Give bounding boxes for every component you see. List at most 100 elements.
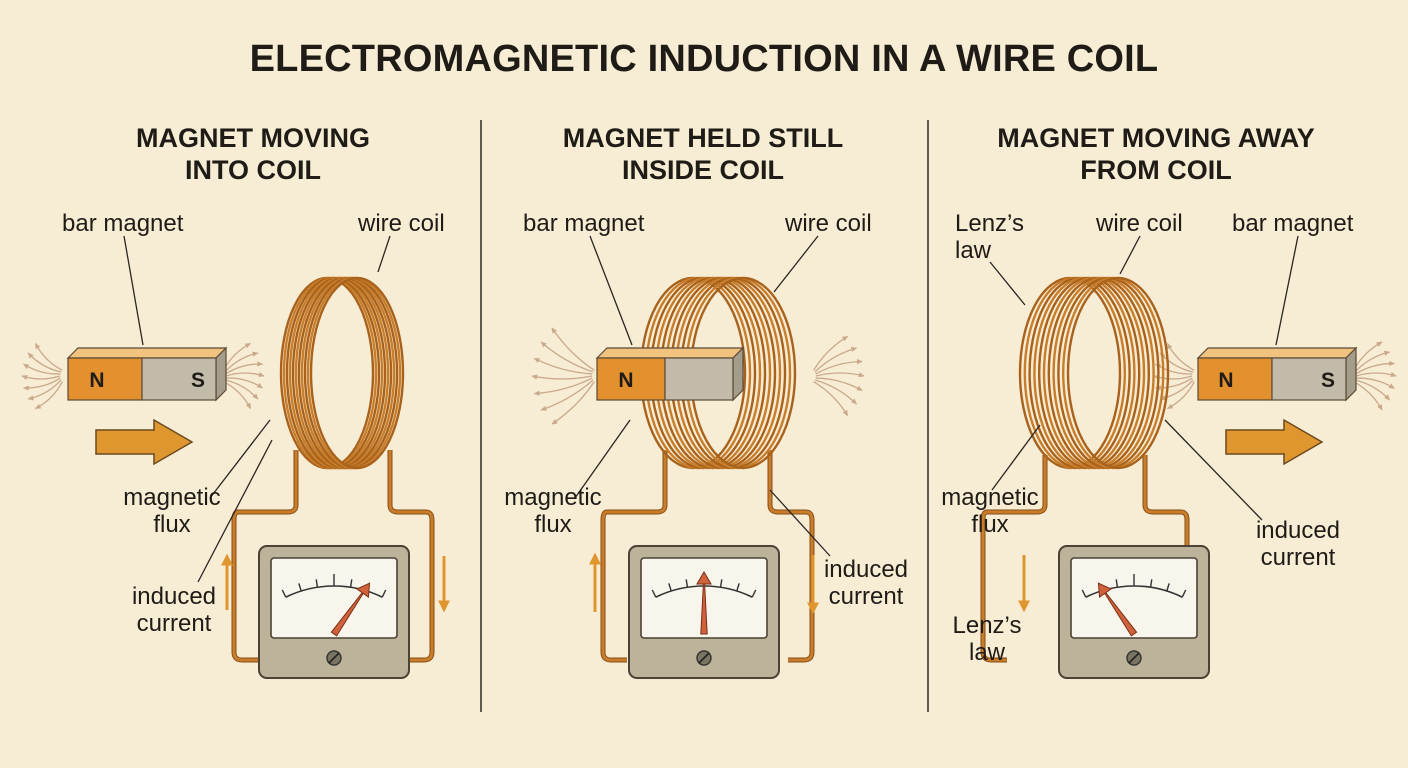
panel-1-coil-turn-11 bbox=[309, 276, 405, 470]
panel-3-south-pole-label: S bbox=[1320, 369, 1335, 392]
panel-1-leader-line-2 bbox=[377, 235, 391, 273]
panel-1-field-line-2 bbox=[225, 377, 263, 389]
panel-3-title: MAGNET MOVING AWAY FROM COIL bbox=[936, 122, 1376, 186]
panel-3-field-line-1 bbox=[1354, 379, 1391, 401]
panel-1-meter-needle bbox=[330, 582, 370, 637]
panel-2-meter-screw-slot bbox=[698, 652, 710, 664]
panel-2-field-line-4 bbox=[533, 357, 593, 375]
panel-2-magnetic-flux-line-2: flux bbox=[534, 511, 572, 538]
panel-2-galvanometer bbox=[628, 545, 780, 679]
panel-1-field-line-3 bbox=[225, 371, 265, 377]
panel-3-field-line-6 bbox=[1166, 381, 1195, 410]
panel-1-field-line-7 bbox=[34, 342, 63, 371]
panel-3-bar-magnet-label: bar magnet bbox=[1232, 210, 1354, 237]
panel-2-field-line-5 bbox=[814, 346, 858, 373]
panel-3-meter-screw-slot bbox=[1128, 652, 1140, 664]
panel-2-field-line-1 bbox=[540, 379, 594, 411]
panel-2-field-line-7 bbox=[551, 327, 595, 371]
panel-3-meter-tick-1 bbox=[1081, 589, 1087, 598]
panel-3-magnetic-flux-line-1: magnetic bbox=[941, 484, 1039, 511]
panel-3-magnet-south-pole bbox=[1271, 357, 1347, 401]
panel-2-title: MAGNET HELD STILL INSIDE COIL bbox=[483, 122, 923, 186]
panel-3-leader-line-2 bbox=[1119, 235, 1141, 275]
panel-3-induced-current-line-2: current bbox=[1260, 544, 1336, 571]
panel-1-coil-turn-9 bbox=[303, 276, 399, 470]
panel-1-field-line-2 bbox=[22, 377, 61, 391]
panel-2-bar-magnet-label: bar magnet bbox=[523, 210, 645, 237]
panel-1-magnet-south-pole bbox=[141, 357, 217, 401]
page-title: ELECTROMAGNETIC INDUCTION IN A WIRE COIL bbox=[249, 38, 1159, 80]
panel-3-meter-face bbox=[1070, 557, 1198, 639]
panel-1-coil-turn-10 bbox=[306, 276, 402, 470]
panel-3-induced-current-line-1: induced bbox=[1255, 517, 1341, 544]
panel-3-meter-needle-head bbox=[1097, 582, 1113, 598]
panel-3-lenz-law-top-label: Lenz’s law bbox=[955, 210, 1024, 264]
panel-1-magnetic-flux-label: magnetic flux bbox=[118, 484, 226, 538]
panel-2-field-line-2 bbox=[533, 377, 593, 396]
panel-2-field-line-5 bbox=[540, 341, 594, 373]
panel-2-field-line-2 bbox=[815, 377, 863, 392]
panel-3-leader-line-4 bbox=[991, 424, 1041, 491]
panel-1-left-wire bbox=[232, 450, 298, 662]
panel-3-meter-tick-3 bbox=[1115, 579, 1119, 588]
panel-3-meter-scale-arc bbox=[1085, 585, 1183, 598]
panel-2-meter-tick-6 bbox=[736, 583, 740, 592]
panel-1-field-line-6 bbox=[34, 381, 63, 410]
panel-1-coil-turn-8 bbox=[300, 276, 396, 470]
panel-2-title-line-2: INSIDE COIL bbox=[621, 155, 784, 185]
panel-3-magnet-side-face bbox=[1345, 346, 1357, 402]
panel-3-meter-tick-6 bbox=[1166, 583, 1170, 592]
panel-3-coil-turn-11 bbox=[1066, 276, 1170, 470]
panel-2-leader-line-1 bbox=[589, 235, 633, 346]
panel-1-motion-arrow bbox=[95, 418, 194, 466]
panel-2-magnet-north-pole bbox=[596, 357, 666, 401]
panel-3-magnet-top-face bbox=[1196, 347, 1358, 359]
panel-3-wire-coil-label: wire coil bbox=[1096, 210, 1183, 237]
panel-1-galvanometer bbox=[258, 545, 410, 679]
panel-1-wire-coil bbox=[279, 276, 405, 470]
panel-3-magnetic-flux-label: magnetic flux bbox=[934, 484, 1046, 538]
panel-3-left-wire bbox=[981, 455, 1047, 662]
panel-2-induced-current-label: induced current bbox=[818, 556, 914, 610]
panel-2-meter-needle-head bbox=[696, 571, 712, 585]
panel-2-meter-tick-1 bbox=[651, 589, 657, 598]
panel-1-field-line-1 bbox=[224, 379, 259, 400]
panel-3-bar-magnet bbox=[1196, 346, 1358, 402]
panel-3-field-line-4 bbox=[1355, 360, 1396, 375]
panel-1-meter-face bbox=[270, 557, 398, 639]
panel-1-title: MAGNET MOVING INTO COIL bbox=[33, 122, 473, 186]
panel-3-meter-tick-5 bbox=[1149, 579, 1153, 588]
panel-2-wire-coil-label: wire coil bbox=[785, 210, 872, 237]
panel-1-bar-magnet-label: bar magnet bbox=[62, 210, 184, 237]
panel-2-meter-tick-2 bbox=[668, 583, 672, 592]
panel-1-meter-needle-head bbox=[355, 582, 371, 598]
panel-3-field-line-5 bbox=[1354, 350, 1391, 373]
panel-1-induced-current-label: induced current bbox=[124, 583, 224, 637]
panel-1-meter-screw-slot bbox=[328, 652, 340, 664]
panel-2-leader-line-2 bbox=[773, 235, 819, 293]
panel-3-field-line-2 bbox=[1355, 377, 1395, 389]
panel-3-galvanometer bbox=[1058, 545, 1210, 679]
panel-1-magnet-top-face bbox=[66, 347, 228, 359]
panel-3-leader-line-1 bbox=[989, 261, 1026, 306]
panel-2-field-line-3 bbox=[815, 372, 865, 378]
panel-2-field-line-3 bbox=[531, 374, 593, 380]
panel-2-magnet-side-face bbox=[732, 346, 744, 402]
panel-2-induced-current-line-2: current bbox=[828, 583, 904, 610]
panel-3-field-line-6 bbox=[1353, 381, 1383, 411]
panel-2-leader-line-3 bbox=[574, 419, 631, 499]
panel-3-lenz-law-top-line-2: law bbox=[955, 237, 992, 264]
panel-1-meter-scale-arc bbox=[285, 585, 383, 598]
panel-1-title-line-2: INTO COIL bbox=[184, 155, 321, 185]
panel-1-leader-line-1 bbox=[123, 235, 144, 346]
panel-1-induced-current-line-1: induced bbox=[131, 583, 217, 610]
panel-2-field-line-4 bbox=[815, 358, 863, 375]
panel-2-bar-magnet bbox=[595, 346, 745, 402]
panel-1-field-line-4 bbox=[225, 361, 264, 375]
panel-3-motion-arrow bbox=[1225, 418, 1324, 466]
panel-1-field-line-5 bbox=[224, 351, 259, 373]
panel-2-title-line-1: MAGNET HELD STILL bbox=[562, 123, 844, 153]
panel-2-left-wire bbox=[601, 450, 667, 662]
